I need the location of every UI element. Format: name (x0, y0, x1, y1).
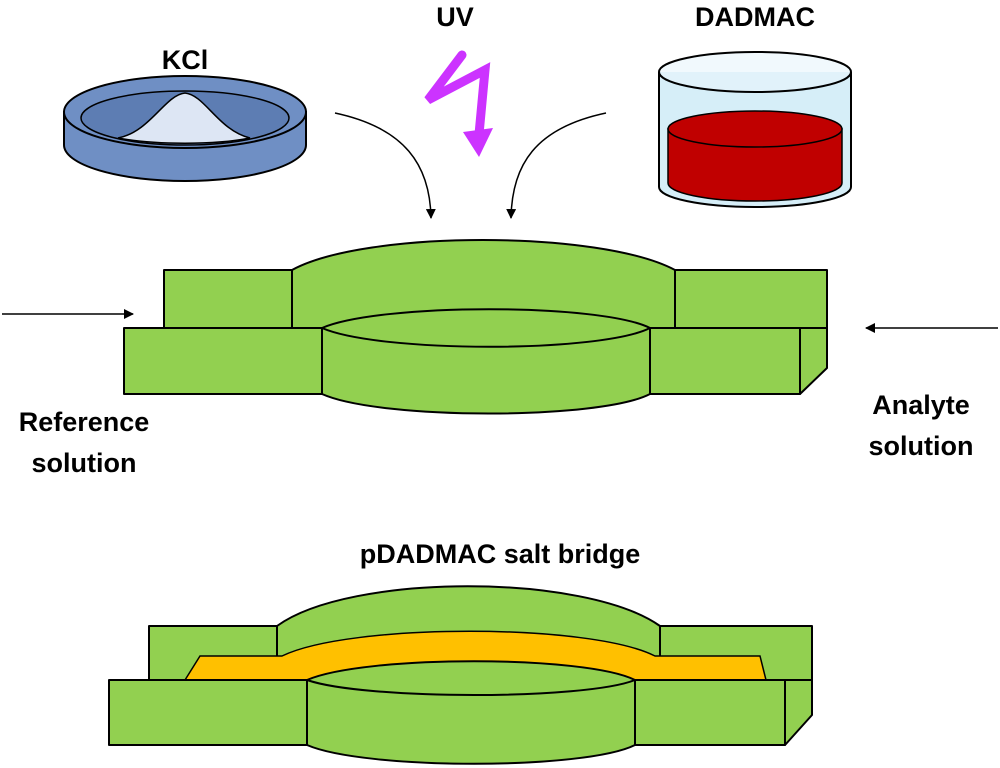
kcl-powder (117, 92, 251, 144)
dadmac-label: DADMAC (695, 2, 815, 32)
analyte-solution-label-line2: solution (869, 431, 974, 461)
dadmac-to-device-arrow (506, 112, 607, 219)
kcl-to-device-arrow (334, 112, 436, 219)
salt-bridge-fill (183, 630, 767, 681)
lightning-bolt-icon (424, 50, 493, 157)
uv-label: UV (436, 2, 474, 32)
beaker-icon (658, 51, 852, 208)
analyte-solution-label-line1: Analyte (872, 390, 970, 420)
reference-solution-label-line1: Reference (19, 407, 150, 437)
salt-bridge-device (108, 585, 813, 765)
microfluidic-device (123, 239, 828, 415)
kcl-label: KCl (162, 45, 209, 75)
reference-solution-label-line2: solution (32, 448, 137, 478)
kcl-dish-icon (63, 75, 307, 182)
dadmac-liquid (667, 128, 843, 202)
salt-bridge-label: pDADMAC salt bridge (360, 539, 641, 569)
